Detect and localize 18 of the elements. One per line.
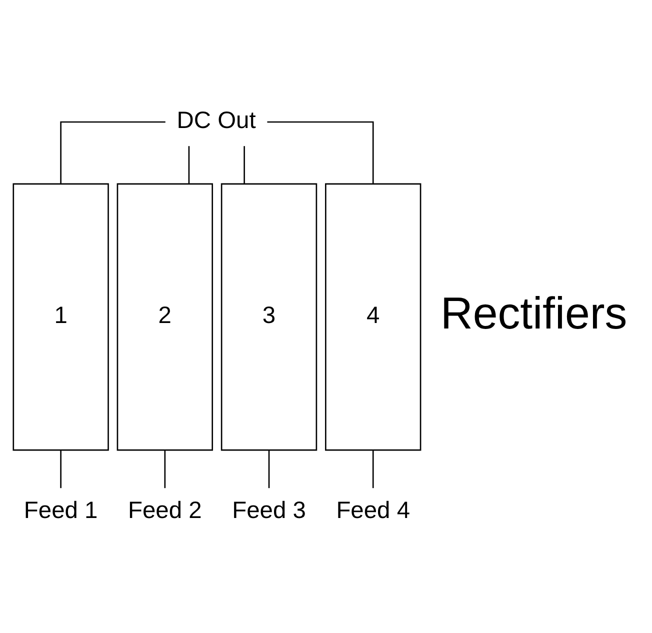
node-box: 1: [12, 182, 109, 450]
node-text: Feed 2: [128, 497, 202, 524]
connector: [60, 120, 166, 184]
node-text: Feed 1: [24, 497, 98, 524]
connector: [372, 450, 374, 488]
connector: [60, 450, 62, 488]
connector: [268, 450, 270, 488]
node-box: 3: [220, 182, 318, 450]
node-box: 4: [325, 182, 422, 450]
connector: [164, 450, 166, 488]
node-text: DC Out: [176, 107, 256, 134]
node-box: 2: [116, 182, 214, 450]
connector: [188, 146, 190, 184]
node-text: Feed 4: [336, 497, 410, 524]
label: Rectifiers: [440, 288, 628, 338]
node-text: Feed 3: [232, 497, 306, 524]
connector: [267, 120, 374, 184]
connector: [244, 146, 245, 184]
